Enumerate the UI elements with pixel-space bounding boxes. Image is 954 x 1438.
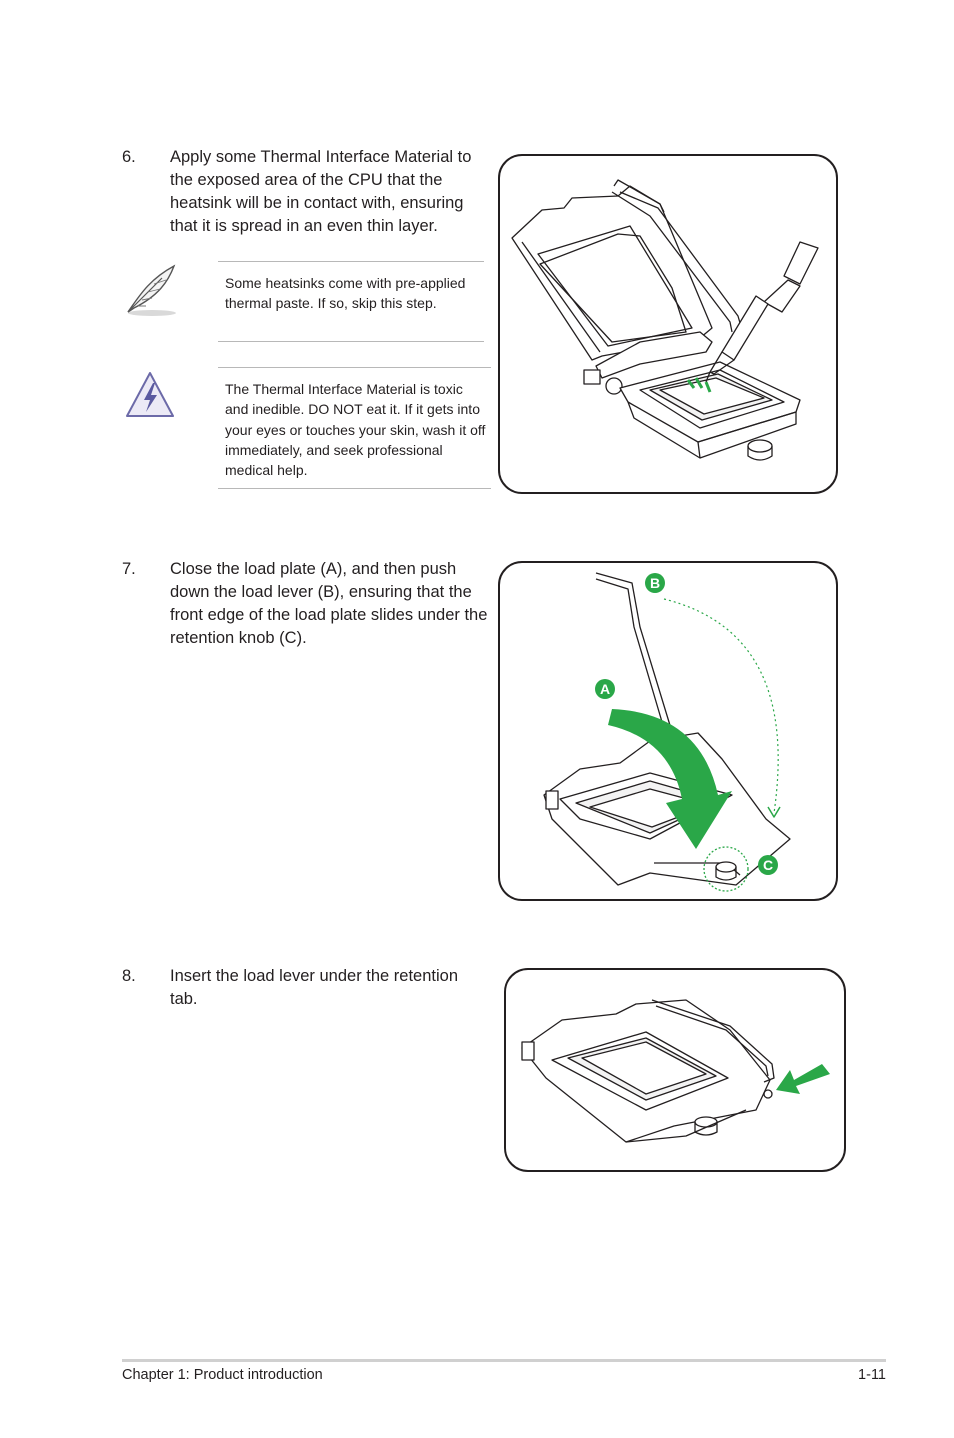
figure-close-load-plate: B A C xyxy=(498,561,838,901)
footer-divider xyxy=(122,1359,886,1362)
step-text: Apply some Thermal Interface Material to… xyxy=(170,148,472,235)
footer-chapter: Chapter 1: Product introduction xyxy=(122,1367,323,1383)
step-text: Close the load plate (A), and then push … xyxy=(170,560,488,647)
feather-pen-icon xyxy=(122,262,178,323)
warning-bottom-divider xyxy=(218,488,491,489)
label-b: B xyxy=(650,575,660,591)
step-number: 6. xyxy=(122,148,136,166)
warning-text: The Thermal Interface Material is toxic … xyxy=(225,381,486,479)
label-c: C xyxy=(763,857,773,873)
warning-top-divider xyxy=(218,367,491,368)
label-a: A xyxy=(600,681,610,697)
step-number: 8. xyxy=(122,967,136,985)
figure-apply-thermal-paste xyxy=(498,154,838,494)
warning-triangle-icon xyxy=(124,370,176,425)
note-text: Some heatsinks come with pre-applied the… xyxy=(225,275,466,312)
note-bottom-divider xyxy=(218,341,484,342)
note-top-divider xyxy=(218,261,484,262)
footer-page-number: 1-11 xyxy=(858,1367,886,1383)
figure-insert-load-lever xyxy=(504,968,846,1172)
step-number: 7. xyxy=(122,560,136,578)
step-text: Insert the load lever under the retentio… xyxy=(170,967,459,1008)
